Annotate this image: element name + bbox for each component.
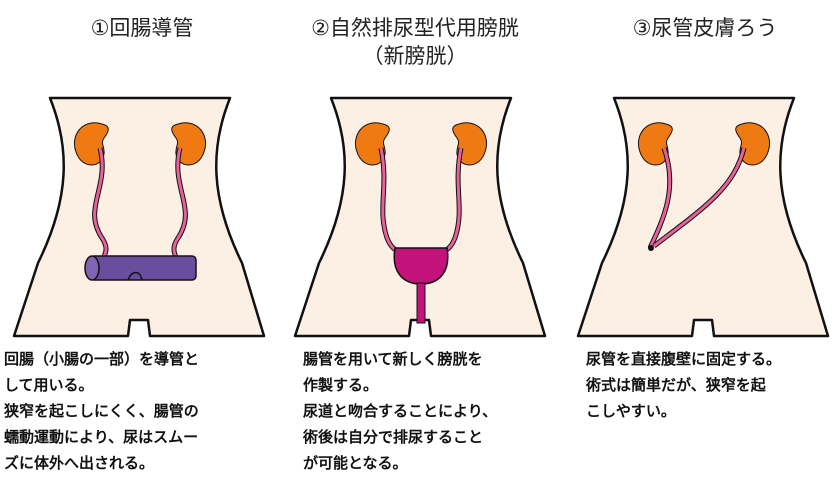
panel1-description: 回腸（小腸の一部）を導管と して用いる。 狭窄を起こしにくく、腸管の 蠕動運動に… bbox=[4, 350, 200, 472]
torso-outline bbox=[12, 96, 266, 338]
ileal-conduit bbox=[89, 255, 197, 281]
panel2-description: 腸管を用いて新しく膀胱を 作製する。 尿道と吻合することにより、 術後は自分で排… bbox=[303, 350, 498, 472]
torso-outline bbox=[576, 96, 830, 338]
panel2-subtitle: （新膀胱） bbox=[362, 44, 468, 68]
panel3-description: 尿管を直接腹壁に固定する。 術式は簡単だが、狭窄を起 こしやすい。 bbox=[586, 350, 782, 420]
ureterostomy-illustration bbox=[576, 96, 830, 338]
neobladder-illustration bbox=[293, 96, 547, 338]
ileal-conduit-illustration bbox=[12, 96, 266, 338]
stoma bbox=[648, 245, 654, 251]
neobladder bbox=[393, 247, 449, 285]
panel2-title: ②自然排尿型代用膀胱 （新膀胱） bbox=[280, 14, 550, 70]
panel3-title: ③尿管皮膚ろう bbox=[632, 16, 778, 40]
panel1-title: ①回腸導管 bbox=[90, 16, 194, 40]
conduit-stoma bbox=[84, 255, 100, 281]
urethra bbox=[416, 282, 426, 324]
